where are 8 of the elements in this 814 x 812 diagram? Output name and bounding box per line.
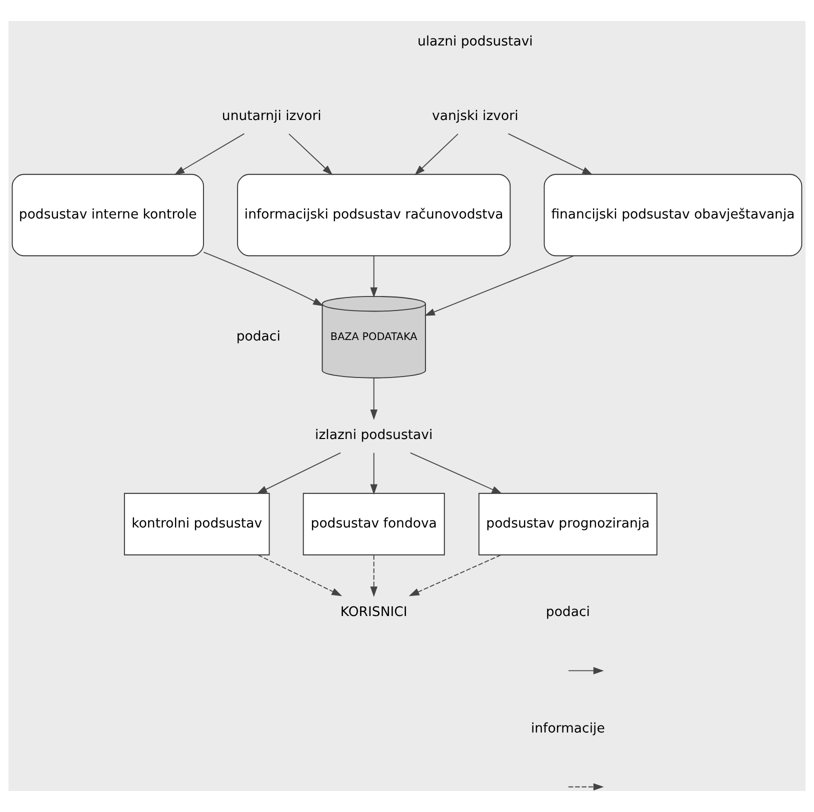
label: ulazni podsustavi [417,34,533,50]
legend-label: informacije [530,721,605,736]
node-text: izlazni podsustavi [315,428,433,444]
label: podaci [236,330,280,345]
legend-label: podaci [546,605,590,620]
node-text: vanjski izvori [432,109,518,124]
node-text: unutarnji izvori [222,109,322,124]
node-text: KORISNICI [340,605,408,620]
